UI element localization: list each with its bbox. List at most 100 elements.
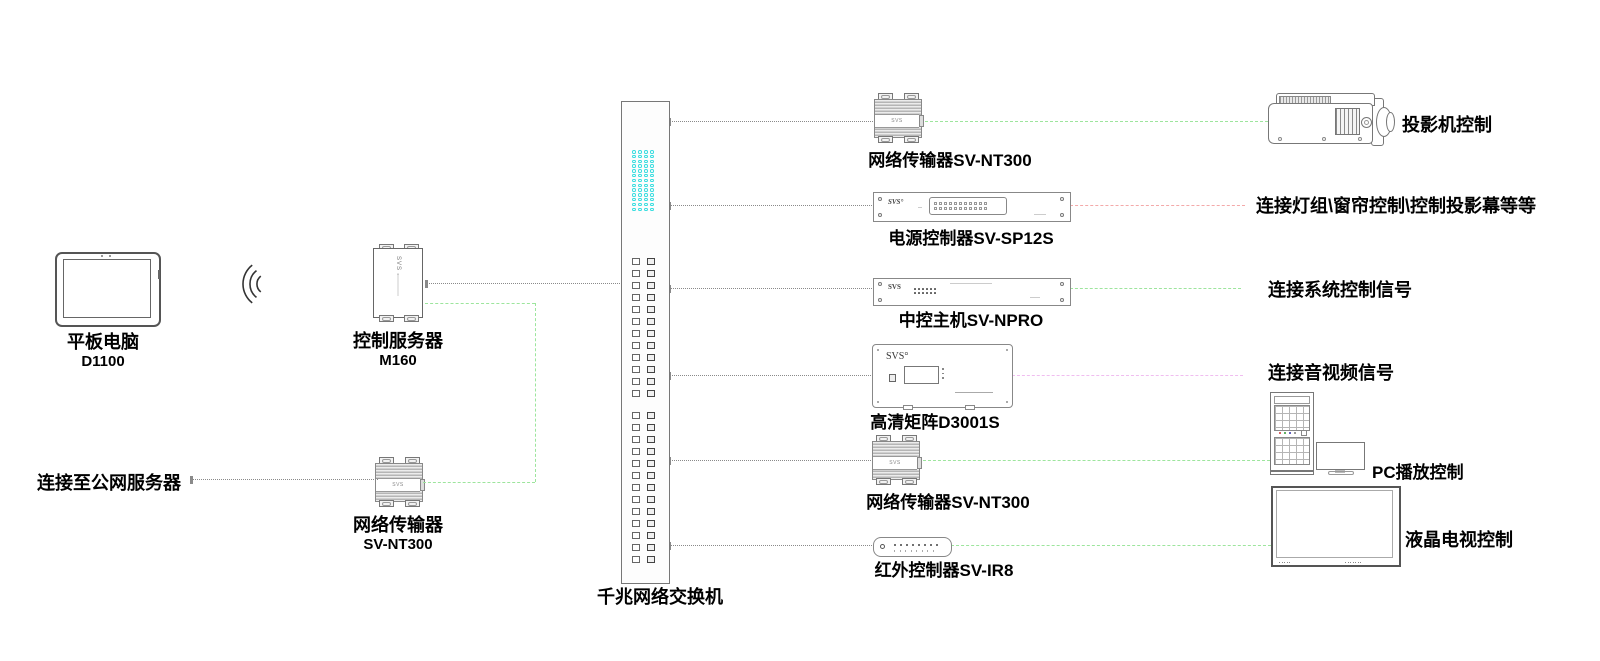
tv-micro-marks [1279,561,1290,563]
transmitter-band: SVS [873,456,917,470]
matrix-display [904,366,939,384]
front-panel-dots [914,288,936,294]
projector-knob [1361,117,1372,128]
screw-icon [1060,282,1064,286]
hd-matrix-device: SVS° [872,344,1013,410]
nt300-top-label: 网络传输器SV-NT300 [868,151,1032,170]
transmitter-left-device: SVS [375,457,425,507]
brand-text: SVS° [886,351,909,362]
mount-tab [876,478,891,485]
transmitter-port [917,457,922,469]
line-nt300-to-projector [925,121,1268,122]
led-red [1279,432,1281,434]
line-switch-to-ir8 [668,545,876,546]
d3001s-label: 高清矩阵D3001S [870,413,1000,432]
led-blue [1289,432,1291,434]
foot-dot [1322,137,1326,141]
line-npro-to-system [1070,288,1241,289]
transmitter-band: SVS [875,114,919,128]
tv-label: 液晶电视控制 [1405,530,1513,550]
led-green [1284,432,1286,434]
transmitter-band: SVS [376,478,420,492]
mount-tab [405,500,420,507]
lights-label: 连接灯组\窗帘控制\控制投影幕等等 [1256,196,1537,216]
projector-lens-outer [1386,112,1395,132]
brand-text: SVS [891,118,903,124]
transmitter-port [420,479,425,491]
line-server-to-transmitter-seg3 [423,482,535,483]
tv-device [1271,486,1401,567]
brand-text: SVS° [888,198,904,206]
line-nt300-to-pc [923,460,1270,461]
nt300-mid-label: 网络传输器SV-NT300 [866,493,1030,512]
line-sp12s-to-lights [1070,205,1245,206]
screw-icon [1060,213,1064,217]
control-server-model: M160 [379,352,417,369]
tablet-screen [63,259,151,318]
transmitter-port [919,115,924,127]
camera-dot-icon [109,255,111,257]
vent-grid [1274,437,1310,465]
terminal-block [929,197,1007,215]
brand-text: SVS [888,283,901,291]
pc-tower-device [1270,392,1314,475]
switch-led-grid [632,150,654,212]
corner-mark [877,349,879,351]
ir-receiver-icon [880,544,885,549]
matrix-power-button [889,374,896,382]
transmitter-mid-device: SVS [872,435,922,485]
line-ir8-to-tv [951,545,1271,546]
line-switch-to-npro [668,288,876,289]
tablet-side-button [158,270,160,279]
projector-label: 投影机控制 [1402,115,1492,135]
micro-marks [1030,297,1040,298]
pc-monitor-device [1316,442,1365,475]
power-controller-device: SVS° [873,192,1071,222]
screw-icon [878,282,882,286]
tv-screen [1276,490,1393,558]
corner-mark [1006,401,1008,403]
npro-label: 中控主机SV-NPRO [898,311,1044,330]
device-foot [965,405,975,410]
tablet-name: 平板电脑 [67,332,139,352]
mount-tab [878,136,893,143]
sp12s-label: 电源控制器SV-SP12S [888,229,1054,248]
tablet-model: D1100 [81,353,125,370]
switch-port-group-1 [632,258,655,397]
brand-text: SVS [889,460,901,466]
corner-mark [1006,349,1008,351]
micro-text-line [955,392,993,393]
mount-tab [379,500,394,507]
device-foot [903,405,913,410]
foot-dot [1358,137,1362,141]
line-server-to-switch [425,283,624,284]
micro-marks [397,273,399,296]
control-server-device: SVS [373,244,423,322]
corner-mark [877,401,879,403]
screw-icon [878,197,882,201]
line-server-to-transmitter-seg1 [425,303,535,304]
transmitter-top-device: SVS [874,93,924,143]
vent-grid [1274,405,1310,431]
switch-label: 千兆网络交换机 [597,587,723,607]
wifi-signal-icon [242,264,262,304]
tablet-device [55,252,161,327]
ir8-label: 红外控制器SV-IR8 [874,561,1014,580]
transmitter-left-name: 网络传输器 [353,515,443,535]
line-switch-to-nt300-top [668,121,877,122]
ir-controller-device [873,537,952,557]
line-server-to-transmitter-seg2 [535,303,536,482]
monitor-base [1328,471,1354,475]
line-public-to-transmitter [190,479,378,480]
drive-bay [1274,396,1310,404]
line-switch-to-d3001s [668,375,875,376]
switch-port-group-2 [632,412,655,563]
ir-port-ticks [894,550,934,552]
line-switch-to-nt300-mid [668,460,875,461]
foot-dot [1278,137,1282,141]
central-controller-device: SVS [873,278,1071,306]
mount-tab [404,315,419,322]
control-server-name: 控制服务器 [353,331,443,351]
av-signal-label: 连接音视频信号 [1268,363,1394,383]
